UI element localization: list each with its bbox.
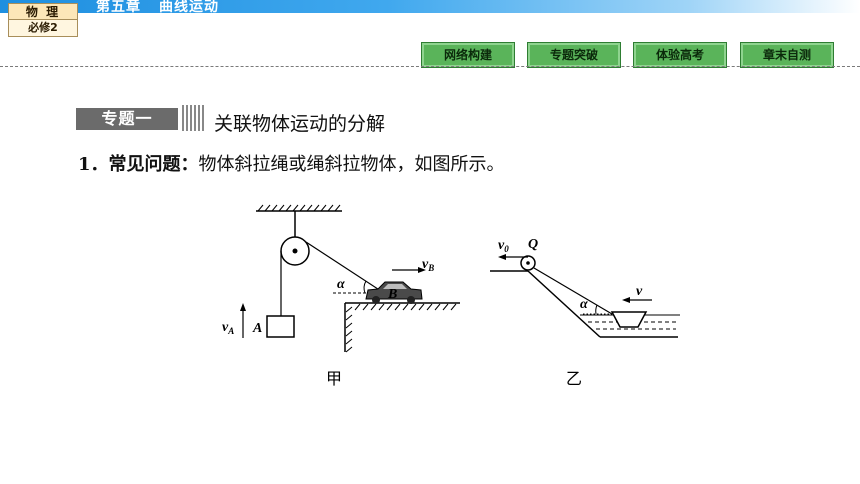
car-icon [365,281,423,304]
point-heading: 常见问题： [108,154,199,175]
nav-button-test[interactable]: 章末自测 [740,42,834,68]
header-divider [0,66,860,67]
block-a [266,315,295,338]
label-b: B [387,287,397,302]
header-bar: 物 理 必修2 第五章曲线运动 [0,0,860,37]
label-va: vA [222,320,234,336]
caption-yi: 乙 [566,369,582,388]
section-tag-stripes [182,105,206,131]
label-alpha-jia: α [337,277,345,292]
chapter-heading: 第五章 曲线运动 [96,0,237,15]
point-number: 1． [78,154,109,175]
label-v0: v0 [498,238,509,254]
point-text: 物体斜拉绳或绳斜拉物体，如图所示。 [198,154,505,175]
label-q: Q [528,237,538,252]
nav-button-topics[interactable]: 专题突破 [527,42,621,68]
volume-tab[interactable]: 必修2 [8,19,78,37]
figure-jia: A vA α B [222,204,460,388]
label-v: v [636,284,643,299]
label-vb: vB [422,257,434,273]
figure-yi: v0 Q α v 乙 [490,237,680,388]
label-a: A [252,321,262,336]
point-1: 1．常见问题：物体斜拉绳或绳斜拉物体，如图所示。 [78,150,505,176]
caption-jia: 甲 [326,369,342,388]
nav-button-exam[interactable]: 体验高考 [633,42,727,68]
header-band [0,0,860,13]
section-tag: 专题一 [76,108,178,130]
label-alpha-yi: α [580,297,588,312]
chapter-title: 曲线运动 [159,0,219,15]
section-title: 关联物体运动的分解 [214,113,386,135]
nav-button-network[interactable]: 网络构建 [421,42,515,68]
boat-icon [610,311,648,328]
chapter-number: 第五章 [96,0,141,15]
